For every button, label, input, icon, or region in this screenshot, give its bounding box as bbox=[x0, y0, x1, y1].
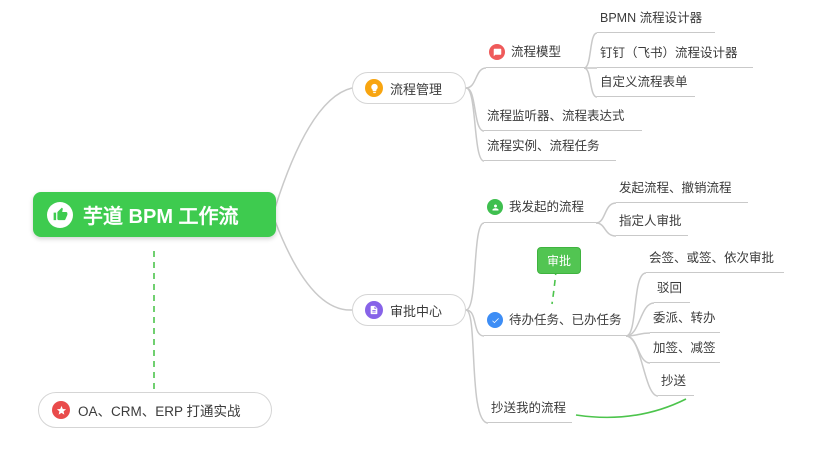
node-label: 流程管理 bbox=[390, 81, 443, 97]
node-initiate-cancel-process[interactable]: 发起流程、撤销流程 bbox=[616, 180, 748, 203]
node-label: 抄送 bbox=[661, 374, 687, 388]
node-listener-expression[interactable]: 流程监听器、流程表达式 bbox=[484, 108, 642, 131]
root-node-bpm-workflow[interactable]: 芋道 BPM 工作流 bbox=[33, 192, 276, 237]
person-icon bbox=[487, 199, 503, 215]
node-label: 委派、转办 bbox=[653, 311, 716, 325]
node-reject[interactable]: 驳回 bbox=[654, 280, 690, 303]
star-icon bbox=[52, 401, 70, 419]
node-label: 待办任务、已办任务 bbox=[509, 313, 622, 327]
node-assignee-approval[interactable]: 指定人审批 bbox=[616, 213, 688, 236]
node-label: 自定义流程表单 bbox=[600, 75, 688, 89]
node-bpmn-designer[interactable]: BPMN 流程设计器 bbox=[597, 10, 715, 33]
node-label: 流程模型 bbox=[511, 45, 562, 59]
node-label: OA、CRM、ERP 打通实战 bbox=[78, 404, 241, 419]
lightbulb-icon bbox=[365, 79, 383, 97]
node-label: 发起流程、撤销流程 bbox=[619, 181, 732, 195]
approval-relationship-label[interactable]: 审批 bbox=[537, 247, 582, 274]
node-label: 我发起的流程 bbox=[509, 200, 585, 214]
node-todo-done-tasks[interactable]: 待办任务、已办任务 bbox=[484, 310, 626, 336]
node-label: 指定人审批 bbox=[619, 214, 682, 228]
node-label: 流程实例、流程任务 bbox=[487, 139, 600, 153]
node-oa-crm-erp-note[interactable]: OA、CRM、ERP 打通实战 bbox=[38, 392, 272, 428]
node-process-management[interactable]: 流程管理 bbox=[352, 72, 466, 104]
node-delegate-transfer[interactable]: 委派、转办 bbox=[650, 310, 720, 333]
branch-connectors bbox=[274, 32, 659, 424]
chat-icon bbox=[489, 44, 505, 60]
root-node-label: 芋道 BPM 工作流 bbox=[83, 206, 239, 228]
node-process-model[interactable]: 流程模型 bbox=[486, 42, 584, 68]
node-label: 抄送我的流程 bbox=[491, 401, 567, 415]
node-cc-my-process[interactable]: 抄送我的流程 bbox=[488, 400, 572, 423]
node-my-initiated-process[interactable]: 我发起的流程 bbox=[484, 197, 596, 223]
node-label: 钉钉（飞书）流程设计器 bbox=[600, 46, 738, 60]
node-label: 会签、或签、依次审批 bbox=[649, 251, 775, 265]
node-dingtalk-designer[interactable]: 钉钉（飞书）流程设计器 bbox=[597, 45, 753, 68]
node-cc[interactable]: 抄送 bbox=[658, 373, 694, 396]
thumbs-up-icon bbox=[47, 201, 73, 228]
node-instance-task[interactable]: 流程实例、流程任务 bbox=[484, 138, 616, 161]
node-countersign-orsign-sequential[interactable]: 会签、或签、依次审批 bbox=[646, 250, 784, 273]
node-label: 驳回 bbox=[657, 281, 683, 295]
check-icon bbox=[487, 312, 503, 328]
node-label: 流程监听器、流程表达式 bbox=[487, 109, 625, 123]
node-approval-center[interactable]: 审批中心 bbox=[352, 294, 466, 326]
node-label: 加签、减签 bbox=[653, 341, 716, 355]
document-icon bbox=[365, 301, 383, 319]
node-add-remove-sign[interactable]: 加签、减签 bbox=[650, 340, 720, 363]
node-label: 审批中心 bbox=[390, 303, 443, 319]
node-label: BPMN 流程设计器 bbox=[600, 11, 703, 25]
node-custom-form[interactable]: 自定义流程表单 bbox=[597, 74, 695, 97]
cc-arrow bbox=[575, 398, 687, 419]
